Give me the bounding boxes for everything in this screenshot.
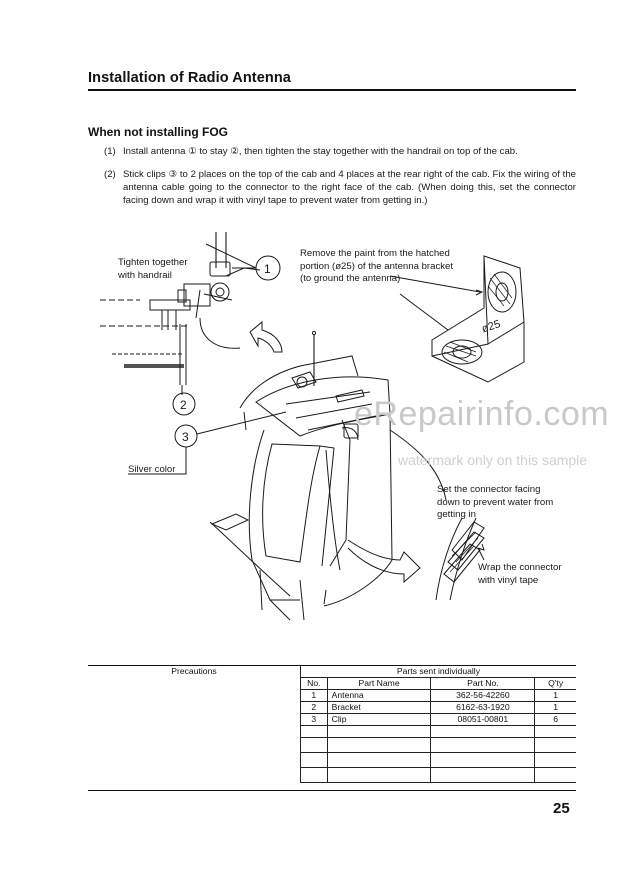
- row-no: 3: [299, 713, 328, 726]
- row-part-name: Antenna: [326, 689, 432, 702]
- connector-detail: [435, 517, 485, 601]
- antenna-bracket-detail: [389, 255, 525, 383]
- col-part-name: Part Name: [326, 677, 432, 690]
- marker-2-label: 2: [180, 398, 187, 412]
- table-row: 1 Antenna 362-56-42260 1: [88, 689, 576, 702]
- watermark-notice: watermark only on this sample: [398, 452, 588, 468]
- row-no: 2: [299, 701, 328, 714]
- row-no: 1: [299, 689, 328, 702]
- step-number: (2): [104, 169, 116, 180]
- marker-3: [128, 411, 287, 475]
- col-qty: Q'ty: [534, 677, 576, 690]
- callout-tighten-handrail: Tighten together with handrail: [118, 257, 188, 281]
- step-text: Stick clips ③ to 2 places on the top of …: [123, 169, 576, 206]
- callout-set-connector: Set the connector facing down to prevent…: [437, 484, 554, 520]
- antenna-mount-detail: [100, 232, 261, 395]
- watermark-site: eRepairinfo.com: [354, 395, 610, 433]
- diameter-label: ø25: [480, 318, 502, 335]
- row-part-no: 6162-63-1920: [430, 701, 536, 714]
- table-row-empty: [88, 752, 576, 768]
- row-part-no: 362-56-42260: [430, 689, 536, 702]
- marker-3-label: 3: [182, 430, 189, 444]
- marker-1-label: 1: [264, 262, 271, 276]
- instruction-step-1: (1) Install antenna ① to stay ②, then ti…: [104, 145, 576, 158]
- row-qty: 1: [534, 689, 576, 702]
- precautions-header: Precautions: [88, 665, 301, 783]
- marker-2: [172, 392, 196, 416]
- col-part-no: Part No.: [430, 677, 536, 690]
- row-part-name: Clip: [326, 713, 432, 726]
- callout-wrap-connector: Wrap the connector with vinyl tape: [478, 562, 562, 586]
- step-text: Install antenna ① to stay ②, then tighte…: [123, 146, 518, 157]
- title-rule: [88, 89, 576, 91]
- cab-illustration: [209, 330, 447, 621]
- section-heading: When not installing FOG: [88, 125, 228, 139]
- page-title: Installation of Radio Antenna: [88, 70, 291, 86]
- col-no: No.: [299, 677, 328, 690]
- instruction-step-2: (2) Stick clips ③ to 2 places on the top…: [104, 168, 576, 207]
- row-part-name: Bracket: [326, 701, 432, 714]
- callout-silver-color: Silver color: [128, 464, 176, 475]
- direction-arrow: [249, 320, 283, 353]
- row-part-no: 08051-00801: [430, 713, 536, 726]
- callout-remove-paint: Remove the paint from the hatched portio…: [300, 248, 454, 284]
- page-number: 25: [553, 800, 570, 817]
- table-row-empty: [88, 767, 576, 783]
- parts-table: Precautions Parts sent individually No. …: [88, 665, 576, 783]
- row-qty: 1: [534, 701, 576, 714]
- bottom-rule: [88, 790, 576, 791]
- parts-header: Parts sent individually: [299, 665, 576, 678]
- row-qty: 6: [534, 713, 576, 726]
- step-number: (1): [104, 146, 116, 157]
- marker-1: [232, 255, 281, 281]
